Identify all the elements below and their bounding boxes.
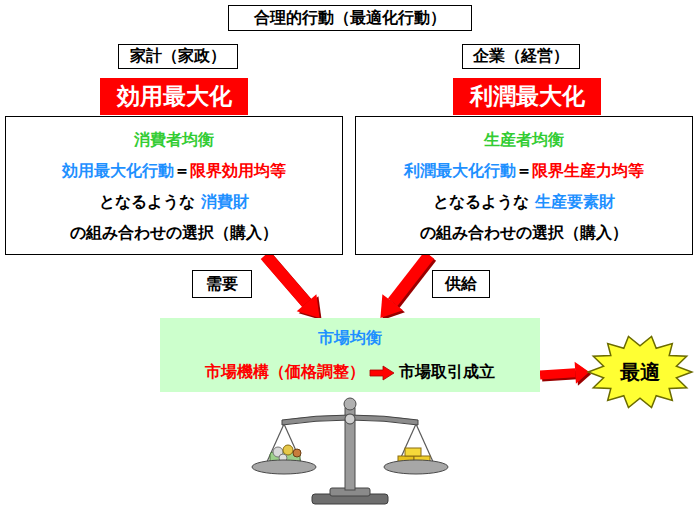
text-line: 市場機構（価格調整） 市場取引成立: [205, 355, 495, 389]
text-line: 消費者均衡: [62, 124, 286, 155]
text-line: 利潤最大化行動＝限界生産力均等: [404, 155, 644, 186]
pan-strings: [266, 424, 434, 464]
text-group: 企業（経営）: [473, 46, 569, 67]
text-line: 効用最大化: [117, 81, 232, 112]
text-group: 効用最大化: [117, 81, 232, 112]
arrow-head: [297, 294, 320, 318]
label-text: 需要: [206, 274, 238, 295]
node-text: 限界生産力均等: [532, 161, 644, 180]
flow-arrow: [265, 255, 321, 320]
arrow-head: [575, 362, 590, 384]
text-line: 生産者均衡: [404, 124, 644, 155]
node-text: 利潤最大化行動: [404, 161, 516, 180]
node-text: 企業（経営）: [473, 46, 569, 65]
scale-drawing: [252, 398, 448, 504]
goal-band: 利潤最大化: [453, 78, 601, 115]
text-line: となるような生産要素財: [404, 186, 644, 217]
flow-arrow: [540, 362, 591, 386]
arrow-shaft: [393, 255, 430, 302]
inline-arrow: [369, 365, 395, 381]
market-box: 市場均衡市場機構（価格調整） 市場取引成立: [160, 318, 540, 392]
text-group: 消費者均衡効用最大化行動＝限界効用均等となるような消費財の組み合わせの選択（購入…: [62, 124, 286, 248]
text-line: 家計（家政）: [130, 46, 226, 67]
left-pan: [252, 460, 316, 474]
text-group: 家計（家政）: [130, 46, 226, 67]
household-label: 家計（家政）: [118, 44, 238, 69]
scale-pivot: [345, 414, 355, 424]
flow-label: 需要: [192, 270, 252, 298]
text-line: の組み合わせの選択（購入）: [62, 217, 286, 248]
node-text: ＝: [174, 161, 190, 180]
equilibrium-box: 生産者均衡利潤最大化行動＝限界生産力均等となるような生産要素財の組み合わせの選択…: [355, 116, 693, 255]
node-text: 市場取引成立: [399, 362, 495, 381]
flow-arrow: [380, 255, 431, 320]
firm-label: 企業（経営）: [462, 44, 580, 69]
optimum-burst: 最適: [586, 334, 694, 410]
text-line: 最適: [620, 359, 660, 386]
node-text: の組み合わせの選択（購入）: [420, 223, 628, 242]
arrow-head: [380, 294, 403, 318]
goal-band: 効用最大化: [100, 78, 248, 115]
text-group: 利潤最大化: [470, 81, 585, 112]
flow-label: 供給: [432, 270, 490, 298]
diagram-title: 合理的行動（最適化行動）: [228, 5, 472, 31]
scale-pillar: [345, 408, 355, 490]
title-text: 合理的行動（最適化行動）: [254, 8, 446, 29]
right-pan: [384, 460, 448, 474]
text-line: 利潤最大化: [470, 81, 585, 112]
node-text: 生産要素財: [535, 192, 615, 211]
node-text: の組み合わせの選択（購入）: [70, 223, 278, 242]
arrow-shaft: [265, 255, 306, 303]
text-line: の組み合わせの選択（購入）: [404, 217, 644, 248]
text-line: 効用最大化行動＝限界効用均等: [62, 155, 286, 186]
node-text: 効用最大化行動: [62, 161, 174, 180]
node-text: 生産者均衡: [484, 130, 564, 149]
node-text: 利潤最大化: [470, 83, 585, 109]
scale-beam: [282, 415, 418, 425]
node-text: となるような: [433, 192, 529, 211]
node-text: ＝: [516, 161, 532, 180]
node-text: 市場均衡: [318, 328, 382, 347]
node-text: 消費財: [201, 192, 249, 211]
node-text: 限界効用均等: [190, 161, 286, 180]
arrow-shaft: [540, 373, 575, 375]
text-group: 市場均衡市場機構（価格調整） 市場取引成立: [205, 321, 495, 389]
text-line: 市場均衡: [205, 321, 495, 355]
node-text: 最適: [620, 360, 660, 384]
node-text: 消費者均衡: [134, 130, 214, 149]
text-line: となるような消費財: [62, 186, 286, 217]
equilibrium-box: 消費者均衡効用最大化行動＝限界効用均等となるような消費財の組み合わせの選択（購入…: [5, 116, 343, 255]
text-line: 企業（経営）: [473, 46, 569, 67]
text-group: 最適: [620, 359, 660, 386]
label-text: 供給: [445, 274, 477, 295]
text-group: 生産者均衡利潤最大化行動＝限界生産力均等となるような生産要素財の組み合わせの選択…: [404, 124, 644, 248]
node-text: となるような: [99, 192, 195, 211]
node-text: 市場機構（価格調整）: [205, 362, 365, 381]
node-text: 家計（家政）: [130, 46, 226, 65]
scale-finial: [344, 398, 356, 410]
node-text: 効用最大化: [117, 83, 232, 109]
